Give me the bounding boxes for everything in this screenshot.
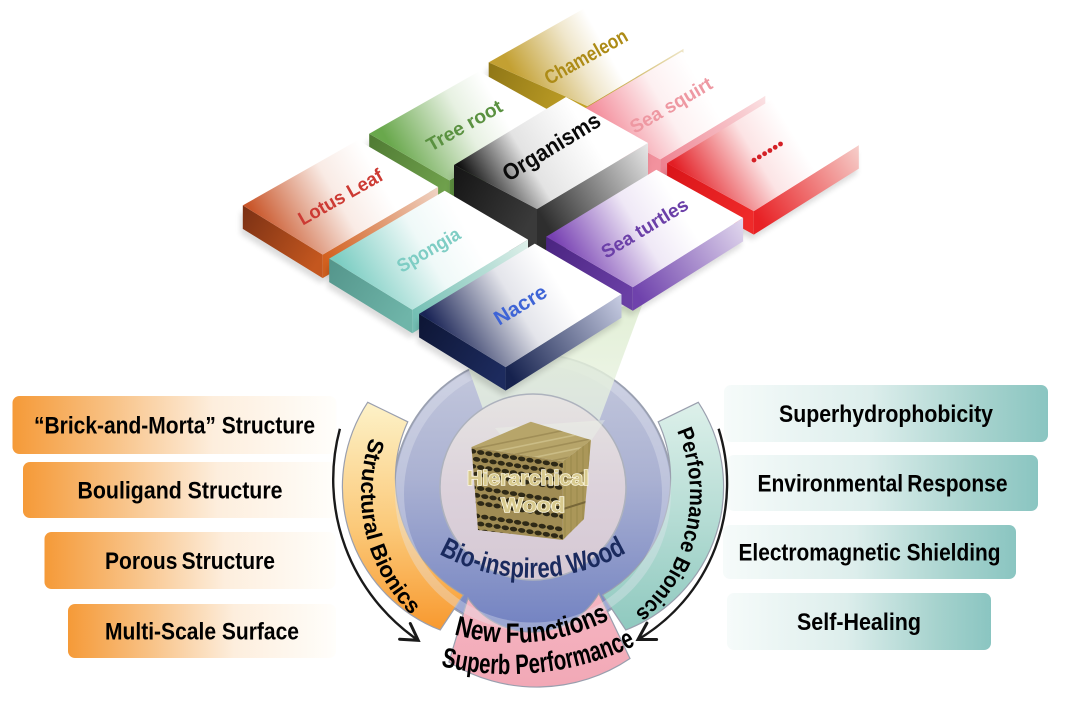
- svg-text:Bouligand Structure: Bouligand Structure: [78, 478, 283, 505]
- svg-text:Superhydrophobicity: Superhydrophobicity: [779, 401, 994, 428]
- svg-text:“Brick-and-Morta” Structure: “Brick-and-Morta” Structure: [34, 413, 315, 440]
- svg-text:Environmental Response: Environmental Response: [758, 471, 1008, 498]
- svg-text:Electromagnetic Shielding: Electromagnetic Shielding: [739, 540, 1001, 567]
- svg-text:Wood: Wood: [501, 494, 565, 517]
- svg-text:Hierarchical: Hierarchical: [467, 467, 589, 490]
- svg-text:Porous Structure: Porous Structure: [105, 548, 275, 575]
- svg-text:Self-Healing: Self-Healing: [797, 609, 921, 636]
- svg-text:Multi-Scale Surface: Multi-Scale Surface: [105, 619, 299, 646]
